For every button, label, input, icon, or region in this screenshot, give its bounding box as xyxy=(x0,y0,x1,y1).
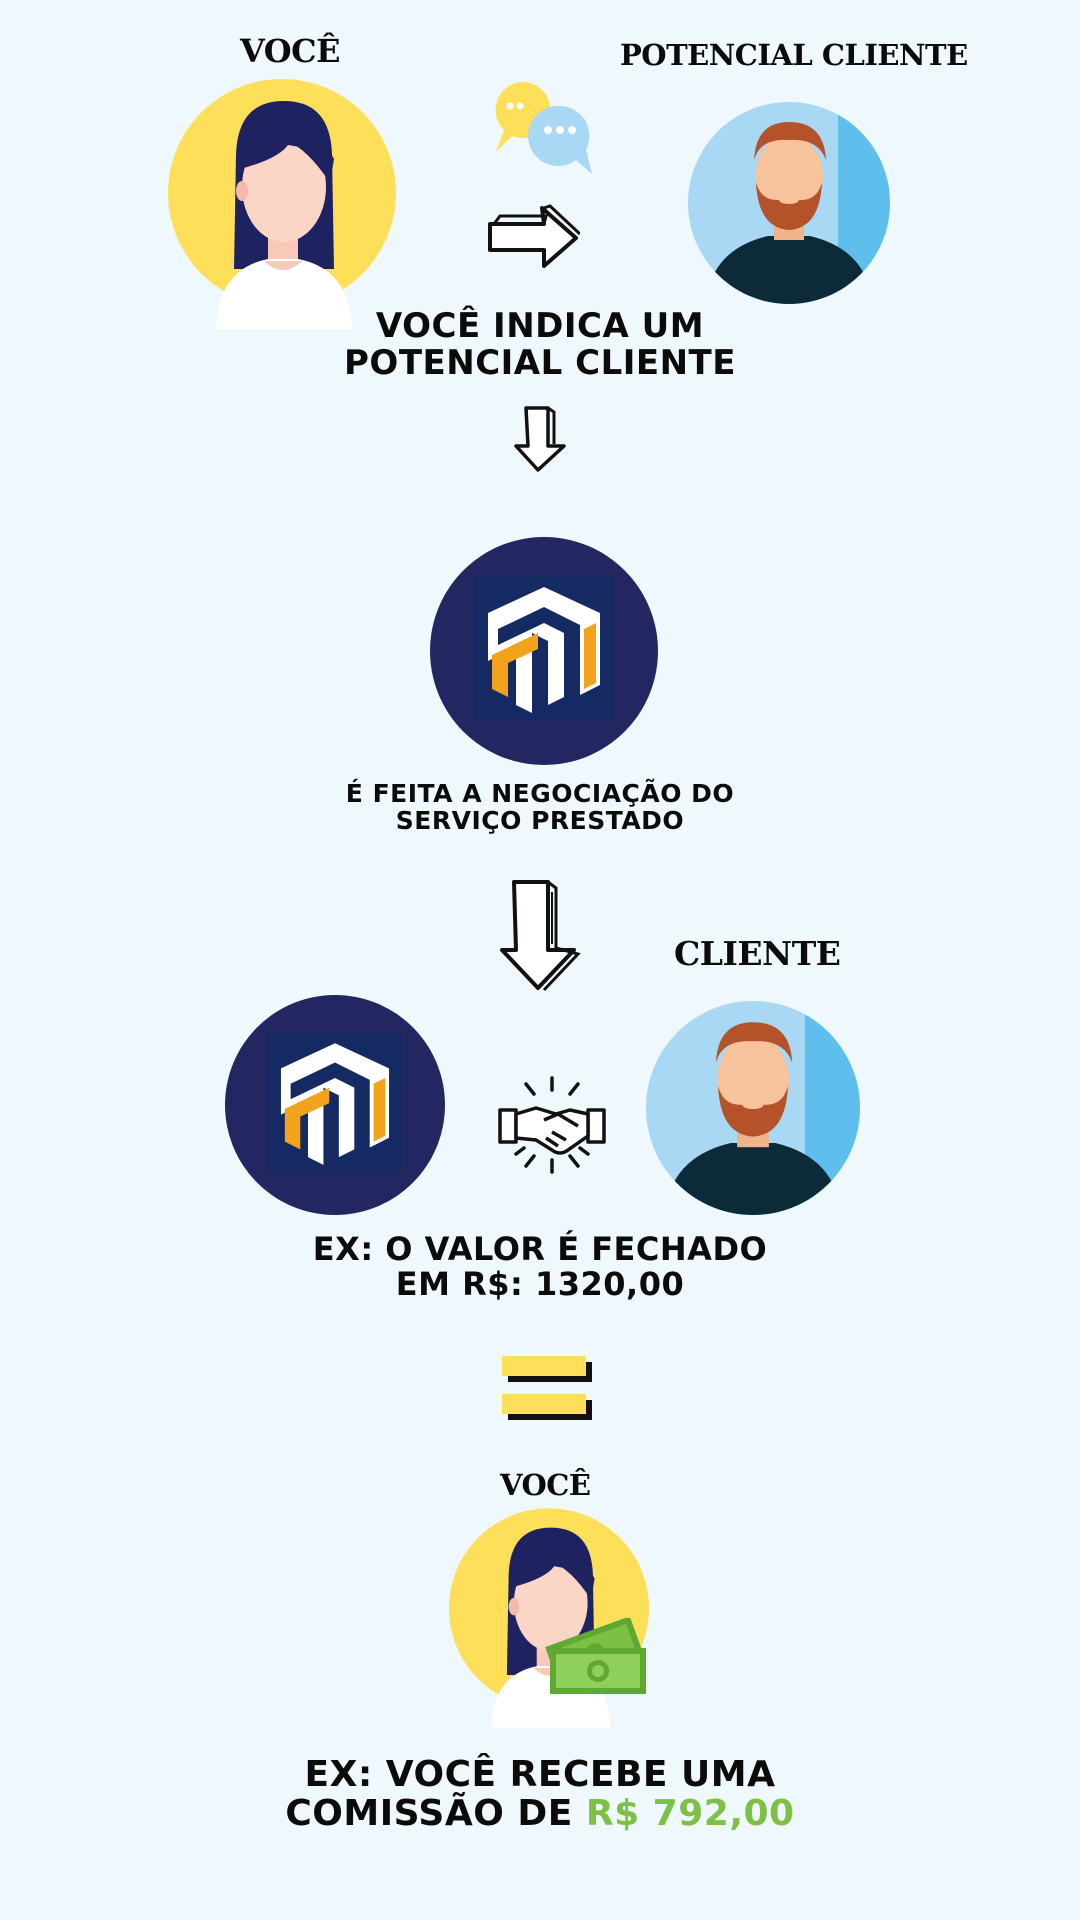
label-you-top: VOCÊ xyxy=(240,32,341,70)
company-logo xyxy=(430,537,658,765)
step4-caption: EX: VOCÊ RECEBE UMA COMISSÃO DE R$ 792,0… xyxy=(240,1754,840,1834)
avatar-client xyxy=(646,1001,860,1215)
step4-caption-prefix: COMISSÃO DE xyxy=(285,1792,586,1834)
arrow-right-icon xyxy=(486,204,580,270)
label-you-bottom: VOCÊ xyxy=(500,1468,591,1502)
arrow-down-large-icon xyxy=(498,878,582,992)
chat-bubbles-icon xyxy=(492,80,594,178)
company-logo-deal xyxy=(225,995,445,1215)
handshake-icon xyxy=(496,1074,608,1176)
step1-caption: VOCÊ INDICA UM POTENCIAL CLIENTE xyxy=(290,308,790,381)
step2-caption-line2: SERVIÇO PRESTADO xyxy=(395,806,685,835)
step3-caption: EX: O VALOR É FECHADO EM R$: 1320,00 xyxy=(290,1232,790,1301)
step1-caption-line1: VOCÊ INDICA UM xyxy=(375,306,705,346)
step2-caption: É FEITA A NEGOCIAÇÃO DO SERVIÇO PRESTADO xyxy=(290,780,790,834)
step3-caption-line1: EX: O VALOR É FECHADO xyxy=(312,1230,768,1268)
label-client: CLIENTE xyxy=(674,934,841,973)
commission-amount: R$ 792,00 xyxy=(585,1792,795,1834)
money-icon xyxy=(544,1618,650,1698)
label-potential-client: POTENCIAL CLIENTE xyxy=(620,38,968,72)
equals-icon xyxy=(502,1356,594,1422)
step1-caption-line2: POTENCIAL CLIENTE xyxy=(344,342,736,383)
avatar-potential-client xyxy=(688,102,890,304)
step4-caption-line2: COMISSÃO DE R$ 792,00 xyxy=(240,1792,840,1834)
step3-caption-line2: EM R$: 1320,00 xyxy=(395,1264,685,1303)
avatar-you-top xyxy=(168,79,396,329)
arrow-down-icon xyxy=(512,404,570,474)
step2-caption-line1: É FEITA A NEGOCIAÇÃO DO xyxy=(345,779,735,808)
step4-caption-line1: EX: VOCÊ RECEBE UMA xyxy=(304,1754,776,1795)
